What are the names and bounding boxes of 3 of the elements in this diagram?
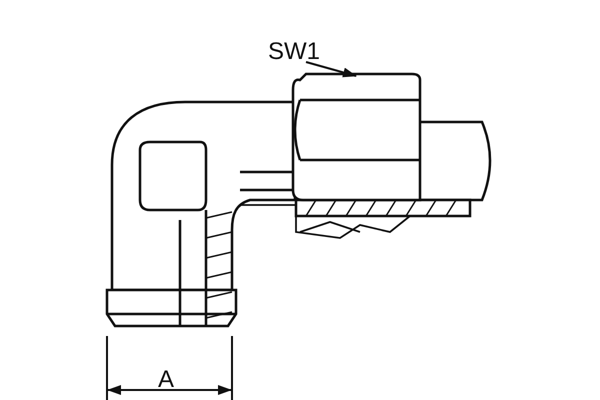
- part-label: SW1: [268, 40, 320, 64]
- leader-line: [306, 61, 357, 78]
- dimension-label: A: [158, 368, 174, 392]
